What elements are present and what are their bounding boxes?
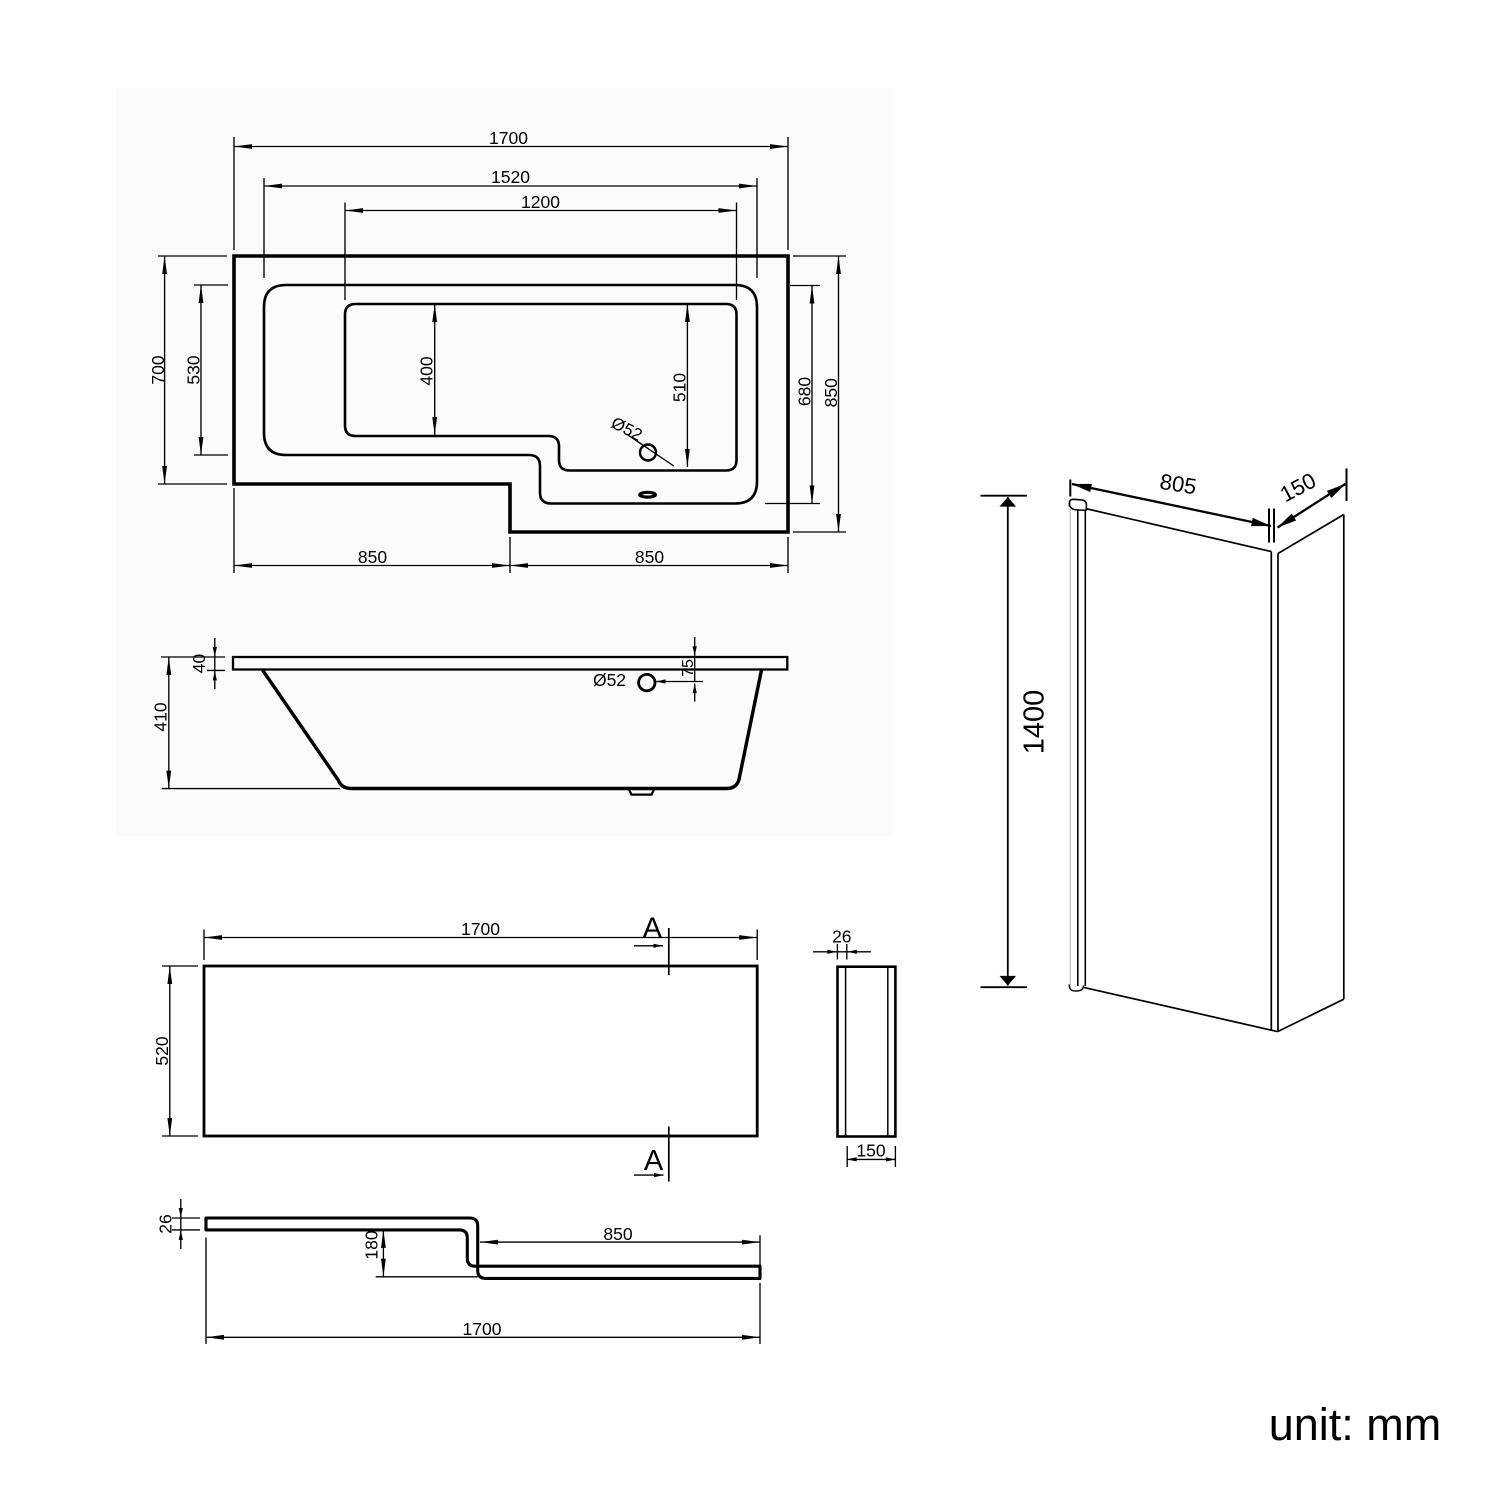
svg-text:700: 700 [148, 355, 168, 384]
svg-text:520: 520 [152, 1036, 172, 1065]
svg-text:Ø52: Ø52 [593, 670, 626, 690]
svg-text:410: 410 [151, 702, 171, 731]
svg-text:530: 530 [184, 355, 204, 384]
svg-text:1700: 1700 [461, 919, 500, 939]
svg-text:400: 400 [417, 356, 437, 385]
svg-text:1520: 1520 [491, 167, 530, 187]
svg-text:805: 805 [1158, 469, 1198, 499]
svg-text:75: 75 [680, 659, 697, 677]
svg-text:850: 850 [635, 547, 664, 567]
svg-text:1400: 1400 [1018, 690, 1050, 755]
svg-text:680: 680 [795, 377, 815, 406]
svg-text:850: 850 [603, 1224, 632, 1244]
svg-text:1700: 1700 [489, 128, 528, 148]
svg-text:180: 180 [362, 1230, 382, 1259]
svg-text:26: 26 [156, 1214, 176, 1233]
svg-text:1200: 1200 [521, 192, 560, 212]
svg-text:850: 850 [358, 547, 387, 567]
svg-text:unit: mm: unit: mm [1269, 1399, 1442, 1450]
svg-text:1700: 1700 [463, 1319, 502, 1339]
svg-text:40: 40 [189, 654, 209, 674]
svg-text:510: 510 [670, 373, 690, 402]
svg-text:A: A [644, 1145, 664, 1177]
svg-text:A: A [643, 913, 663, 945]
svg-text:850: 850 [821, 378, 841, 407]
svg-text:150: 150 [856, 1141, 885, 1161]
svg-text:26: 26 [832, 927, 851, 947]
